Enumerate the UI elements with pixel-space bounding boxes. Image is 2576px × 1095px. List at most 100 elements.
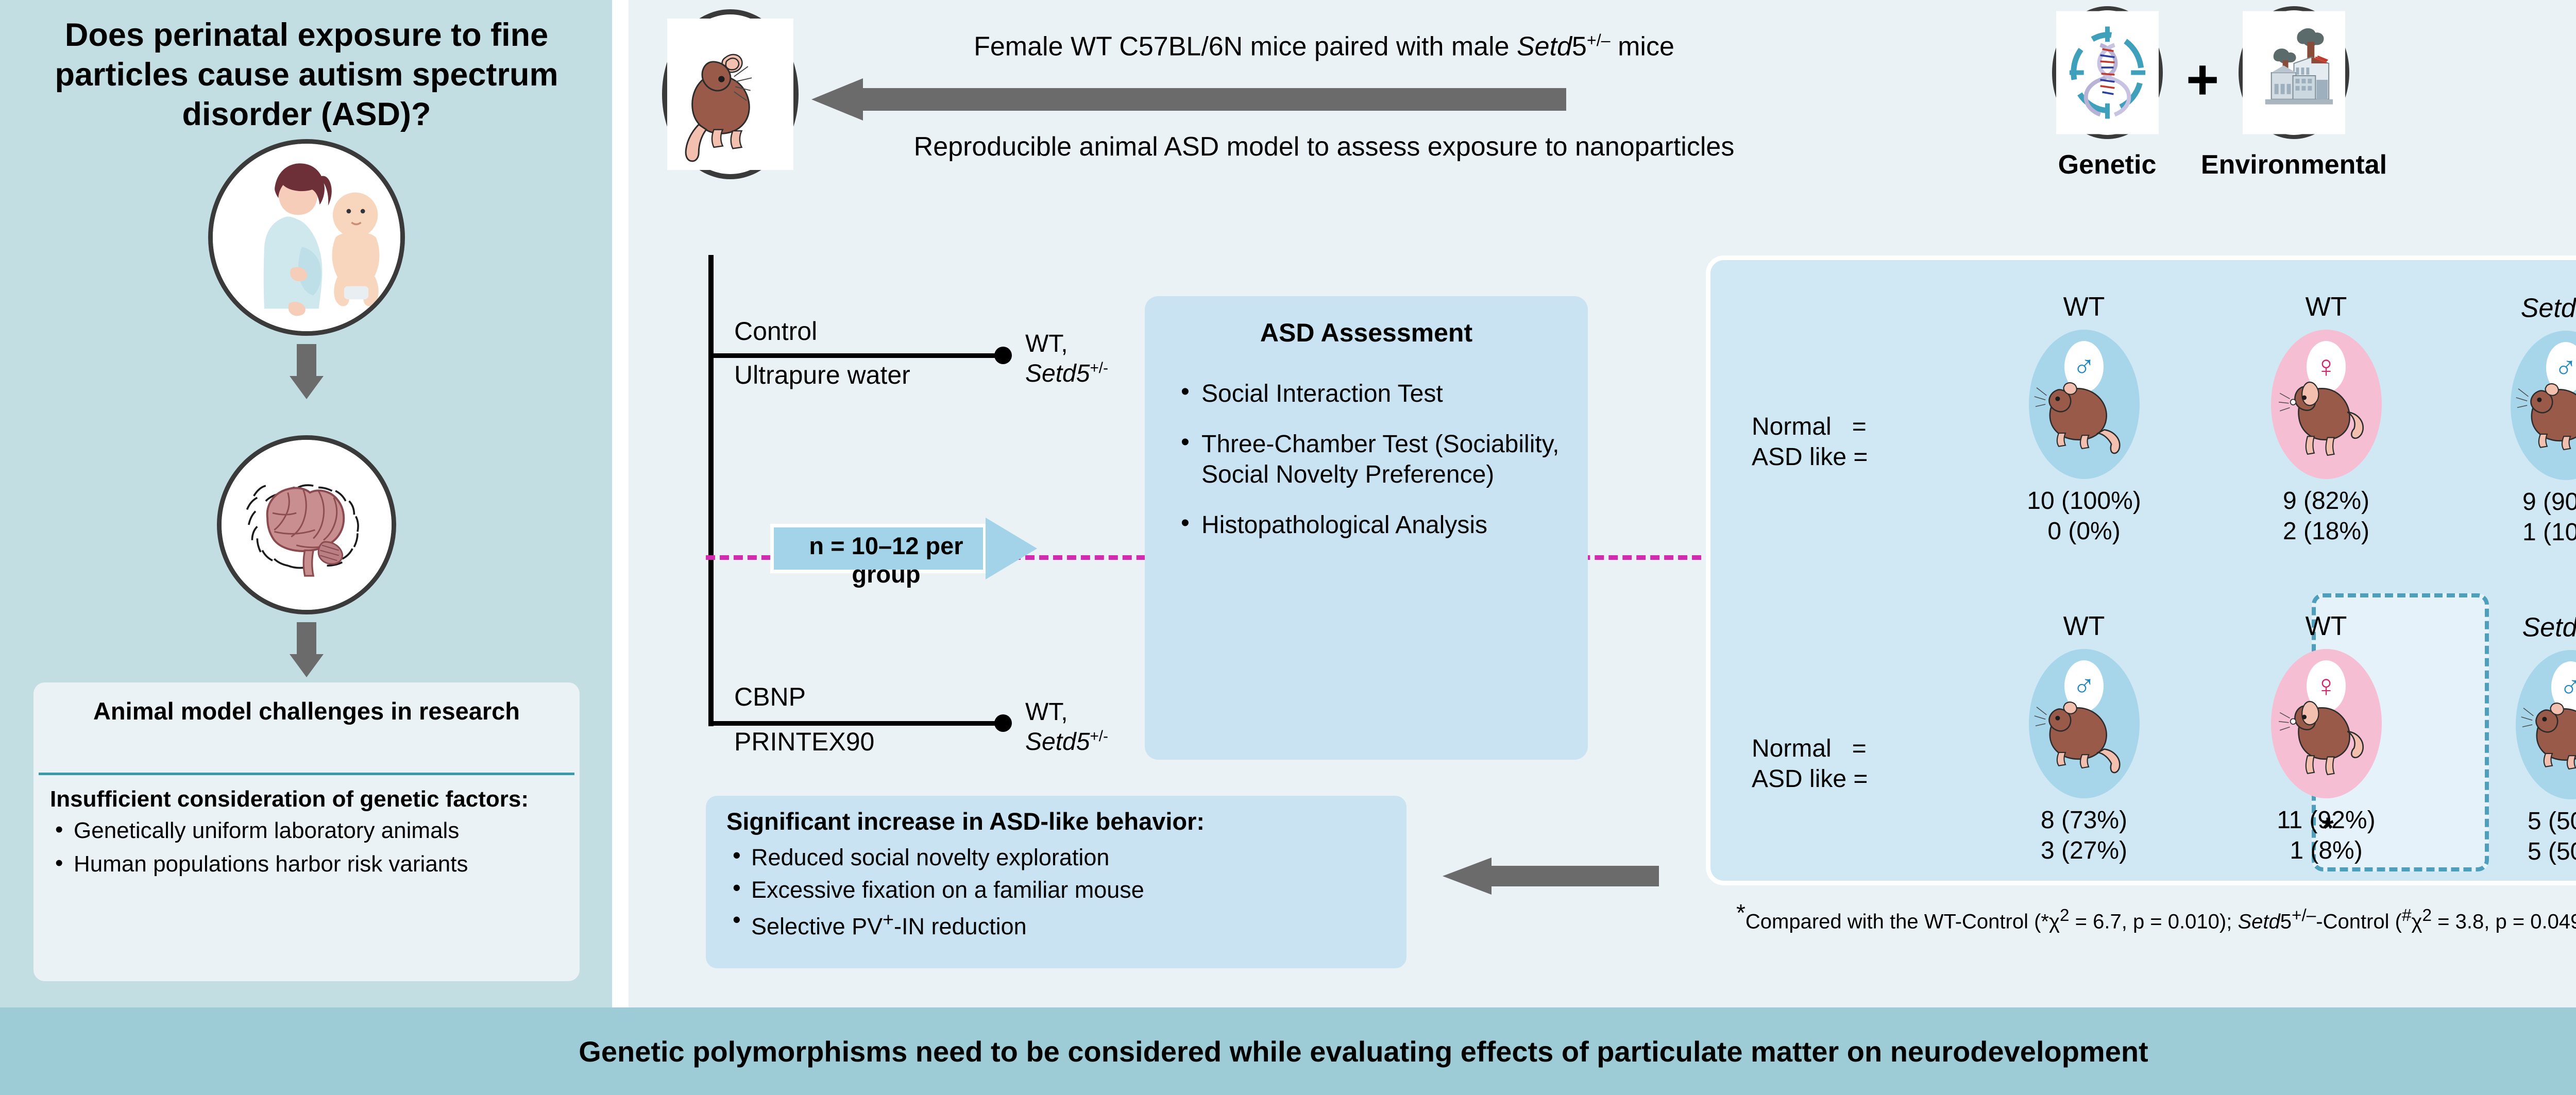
mouse-avatar: ♂ xyxy=(2028,330,2140,479)
value-normal: 5 (50%) xyxy=(2527,808,2576,835)
down-arrow-icon xyxy=(290,344,324,399)
value-asd-like: 5 (50%) xyxy=(2527,837,2576,865)
list-item: Genetically uniform laboratory animals xyxy=(55,815,565,845)
animal-model-challenges-card: Animal model challenges in research Insu… xyxy=(33,682,580,981)
asd-assessment-card: ASD Assessment Social Interaction Test T… xyxy=(1145,296,1588,760)
top-statement-1: Female WT C57BL/6N mice paired with male… xyxy=(974,31,1674,62)
group-separator-dashed-line xyxy=(706,555,2576,560)
value-normal: 11 (92%) xyxy=(2277,807,2376,834)
results-panel xyxy=(1710,260,2576,881)
mouse-avatar: ♂ xyxy=(2510,331,2576,481)
list-item: Social Interaction Test xyxy=(1181,377,1566,409)
result-values: 10 (100%) 0 (0%) xyxy=(1999,486,2169,546)
value-normal: 8 (73%) xyxy=(2040,807,2128,834)
question-panel: Does perinatal exposure to fine particle… xyxy=(0,0,612,1007)
result-values: 5 (50%) 5 (50%) xyxy=(2486,807,2576,867)
genetic-label: Genetic xyxy=(2058,150,2157,180)
sample-size-label: n = 10–12 per group xyxy=(809,532,963,588)
group-genotype-label: WT xyxy=(2305,292,2347,322)
genotypes-control: WT, Setd5+/- xyxy=(1025,330,1108,388)
genotype-line-1: WT, xyxy=(1025,698,1068,726)
divider xyxy=(39,773,574,775)
list-item: Selective PV+-IN reduction xyxy=(733,905,1391,942)
value-asd-like: 1 (8%) xyxy=(2290,836,2363,864)
asd-assessment-title: ASD Assessment xyxy=(1260,318,1473,347)
row-label-asd: ASD like = xyxy=(1752,765,1868,793)
result-values: 8 (73%) 3 (27%) xyxy=(1999,806,2169,866)
result-group-setd5-male-control: Setd5+/- ♂ 9 (90%) 1 (10%) xyxy=(2481,294,2576,548)
genotype-line-2: Setd5 xyxy=(1025,360,1090,387)
mouse-avatar: ♂ xyxy=(2028,649,2140,798)
branch-endpoint-cbnp xyxy=(994,714,1012,732)
female-symbol-icon: ♀ xyxy=(2307,660,2346,712)
challenge-card-title: Animal model challenges in research xyxy=(93,697,520,725)
result-group-wt-female-control: WT ♀ 9 (82%) 2 (18%) xyxy=(2241,294,2411,546)
value-asd-like: 0 (0%) xyxy=(2047,517,2121,545)
result-group-wt-female-cbnp: WT ♀ 11 (92%) 1 (8%) xyxy=(2241,613,2411,866)
group-genotype-label: Setd 5+/- xyxy=(2522,612,2576,643)
branch-detail-cbnp: PRINTEX90 xyxy=(734,727,875,756)
mouse-avatar: ♀ xyxy=(2270,330,2382,479)
genotypes-cbnp: WT, Setd5+/- xyxy=(1025,698,1108,757)
result-values: 9 (90%) 1 (10%) xyxy=(2481,487,2576,548)
mouse-avatar: ♀ xyxy=(2270,649,2382,798)
factory-smokestack-icon xyxy=(2239,6,2349,139)
list-item: Human populations harbor risk variants xyxy=(55,848,565,879)
down-arrow-icon xyxy=(290,622,324,677)
row-label-normal: Normal = xyxy=(1752,735,1867,762)
mouse-icon xyxy=(662,9,799,179)
environmental-label: Environmental xyxy=(2200,150,2387,180)
list-item: Excessive fixation on a familiar mouse xyxy=(733,874,1391,905)
left-arrow-icon xyxy=(1443,858,1659,895)
sample-size-arrow xyxy=(770,515,1040,583)
value-normal: 9 (82%) xyxy=(2282,487,2370,515)
page-title: Does perinatal exposure to fine particle… xyxy=(55,17,558,132)
value-normal: 10 (100%) xyxy=(2027,487,2141,515)
design-tree-trunk xyxy=(708,255,714,726)
row-label-normal: Normal = xyxy=(1752,413,1867,440)
branch-line-control xyxy=(708,353,1002,358)
plus-icon: + xyxy=(2186,48,2219,111)
result-group-setd5-male-cbnp: Setd 5+/- ♂ 5 (50%) 5 (50%) xyxy=(2486,613,2576,867)
result-values: 9 (82%) 2 (18%) xyxy=(2241,486,2411,546)
branch-detail-control: Ultrapure water xyxy=(734,361,910,389)
asd-assessment-list: Social Interaction Test Three-Chamber Te… xyxy=(1175,377,1566,560)
pregnant-mother-and-baby-icon xyxy=(208,139,405,336)
banner-text: Genetic polymorphisms need to be conside… xyxy=(579,1035,2148,1068)
mouse-avatar: ♂ xyxy=(2515,650,2576,800)
group-genotype-label: Setd5+/- xyxy=(2520,293,2576,323)
result-group-wt-male-control: WT ♂ 10 (100%) 0 (0%) xyxy=(1999,294,2169,546)
list-item: Three-Chamber Test (Sociability, Social … xyxy=(1181,427,1566,490)
challenge-card-body: Insufficient consideration of genetic fa… xyxy=(50,784,565,883)
result-values: 11 (92%) 1 (8%) xyxy=(2241,806,2411,866)
statistics-footnote: *Compared with the WT-Control (*χ2 = 6.7… xyxy=(1736,899,2576,933)
list-item: Histopathological Analysis xyxy=(1181,508,1566,541)
takeaway-banner: Genetic polymorphisms need to be conside… xyxy=(0,1007,2576,1095)
left-arrow-icon xyxy=(811,78,1566,121)
list-item: Reduced social novelty exploration xyxy=(733,841,1391,872)
row-label-asd: ASD like = xyxy=(1752,443,1868,471)
result-group-wt-male-cbnp: WT ♂ 8 (73%) 3 (27%) xyxy=(1999,613,2169,866)
group-genotype-label: WT xyxy=(2063,611,2105,641)
challenge-lead: Insufficient consideration of genetic fa… xyxy=(50,786,529,812)
branch-label-control: Control xyxy=(734,317,818,346)
branch-line-cbnp xyxy=(708,721,1002,726)
value-asd-like: 1 (10%) xyxy=(2522,518,2576,546)
branch-label-cbnp: CBNP xyxy=(734,682,806,711)
group-genotype-label: WT xyxy=(2305,611,2347,641)
brain-icon xyxy=(217,435,396,614)
significance-star-marker: * xyxy=(2322,812,2334,845)
value-normal: 9 (90%) xyxy=(2522,488,2576,516)
genotype-sup: +/- xyxy=(1090,359,1108,377)
results-row-labels-cbnp: Normal = ASD like = xyxy=(1752,734,1868,794)
genotype-line-2: Setd5 xyxy=(1025,728,1090,756)
results-row-labels-control: Normal = ASD like = xyxy=(1752,412,1868,472)
genotype-line-1: WT, xyxy=(1025,330,1068,357)
conclusion-title: Significant increase in ASD-like behavio… xyxy=(726,808,1205,835)
branch-endpoint-control xyxy=(994,347,1012,364)
value-asd-like: 2 (18%) xyxy=(2282,517,2370,545)
conclusion-list: Reduced social novelty exploration Exces… xyxy=(726,841,1391,945)
conclusion-card: Significant increase in ASD-like behavio… xyxy=(706,796,1406,968)
top-statement-2: Reproducible animal ASD model to assess … xyxy=(913,132,1735,162)
